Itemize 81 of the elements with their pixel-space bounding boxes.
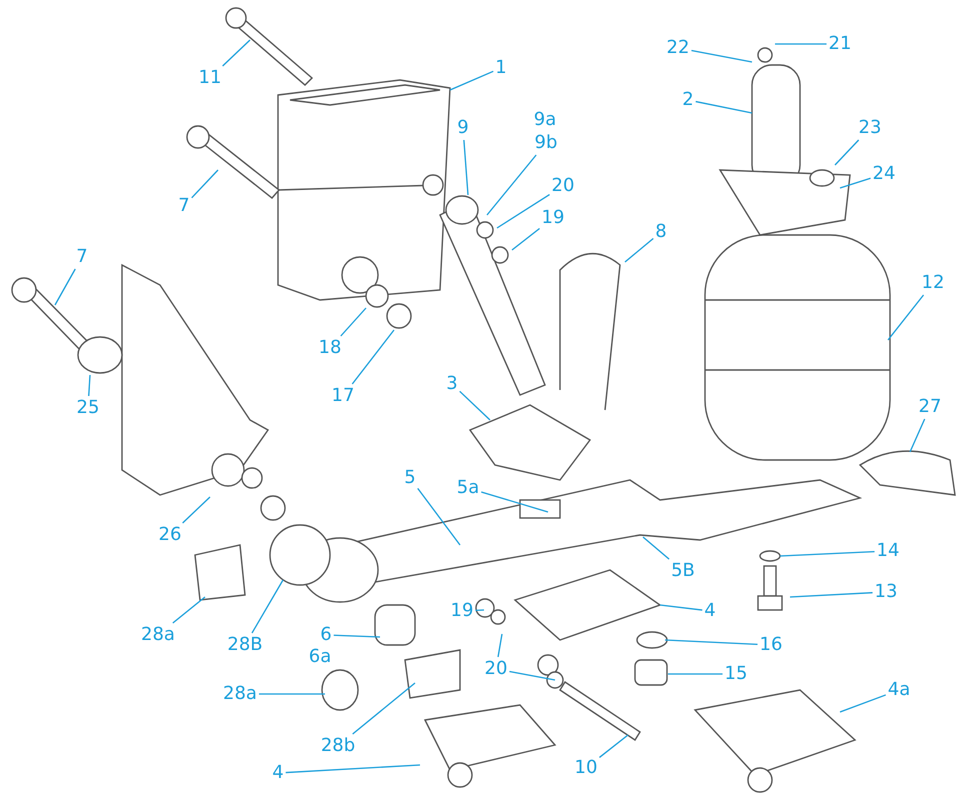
leader-line (775, 43, 827, 45)
leader-line (459, 390, 490, 420)
callout-number: 9 (457, 117, 469, 139)
leader-line (660, 604, 702, 611)
leader-line (691, 50, 752, 63)
callout-number: 19 (450, 600, 474, 622)
callout-number: 16 (760, 634, 782, 656)
leader-line (450, 70, 494, 91)
callout-number: 19 (542, 207, 564, 229)
callout-number: 2 (682, 89, 694, 111)
leader-line (509, 670, 556, 681)
leader-line (909, 418, 926, 452)
leader-line (463, 140, 469, 196)
callout-number: 26 (158, 524, 182, 546)
leader-line (334, 634, 380, 638)
leader-line (286, 764, 420, 774)
callout-number: 28a (223, 683, 257, 705)
leader-line (497, 634, 503, 658)
callout-number: 6a (308, 646, 332, 668)
callout-number: 20 (552, 175, 574, 197)
leader-line (352, 330, 395, 384)
callout-number: 23 (858, 117, 882, 139)
leader-line (696, 100, 752, 114)
callout-number: 7 (178, 195, 190, 217)
leader-line (475, 609, 484, 612)
callout-number: 9a (534, 109, 556, 131)
callout-number: 21 (828, 33, 852, 55)
callout-number: 14 (876, 540, 900, 562)
leader-line (624, 238, 654, 262)
callout-number: 18 (318, 337, 342, 359)
callout-number: 5a (456, 477, 480, 499)
callout-number: 12 (922, 272, 944, 294)
callout-number: 8 (655, 221, 667, 243)
leader-line (258, 693, 325, 695)
callout-number: 5 (404, 467, 416, 489)
callout-number: 27 (918, 396, 942, 418)
leader-line (182, 496, 210, 524)
callout-number: 28B (227, 634, 263, 656)
leader-line (642, 536, 670, 560)
callout-number: 17 (332, 385, 354, 407)
leader-line (88, 374, 91, 396)
leader-line (512, 228, 540, 251)
leader-line (486, 154, 537, 216)
leader-line (222, 40, 250, 66)
callout-number: 6 (320, 624, 332, 646)
callout-number: 1 (495, 57, 507, 79)
callout-number: 28b (320, 735, 356, 757)
leader-line (664, 639, 758, 646)
leader-line (668, 673, 723, 675)
callout-number: 4a (888, 679, 910, 701)
leader-line (417, 488, 461, 546)
callout-number: 10 (574, 757, 598, 779)
callout-number: 24 (872, 163, 896, 185)
leader-line (887, 294, 924, 340)
callout-number: 28a (141, 624, 175, 646)
callout-number: 13 (874, 581, 898, 603)
callout-number: 22 (666, 37, 690, 59)
leader-line (834, 140, 860, 166)
callout-number: 4 (704, 600, 716, 622)
leader-line (840, 178, 871, 189)
leader-line (599, 734, 628, 758)
leader-line (191, 170, 218, 198)
callout-number: 4 (272, 762, 284, 784)
leader-line (54, 268, 76, 306)
leader-line (780, 550, 875, 557)
leader-line (340, 308, 366, 336)
leader-line (496, 194, 550, 229)
callout-number: 25 (76, 397, 100, 419)
callout-number: 5B (671, 560, 695, 582)
leader-line (790, 592, 873, 598)
callout-number: 11 (198, 67, 222, 89)
callout-number: 15 (724, 663, 748, 685)
callout-number: 9b (534, 132, 558, 154)
callout-number: 20 (484, 658, 508, 680)
leader-line (352, 682, 416, 734)
leader-line (251, 580, 284, 634)
callout-number: 7 (76, 246, 88, 268)
callout-number: 3 (446, 373, 458, 395)
leader-line (172, 596, 206, 624)
leader-line (481, 491, 548, 513)
leader-line (840, 694, 886, 713)
